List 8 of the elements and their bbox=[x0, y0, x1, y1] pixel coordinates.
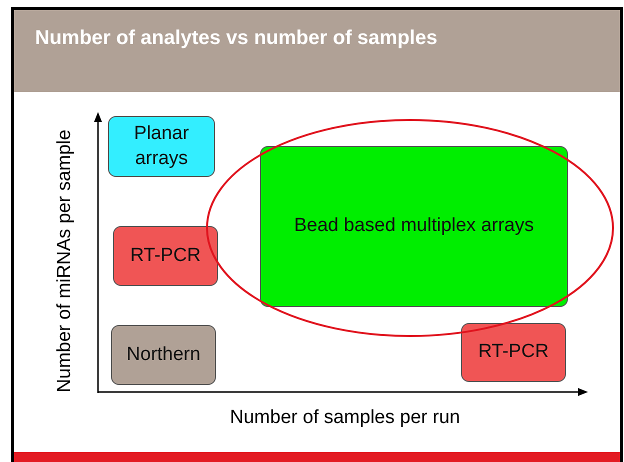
method-box: Northern bbox=[111, 325, 216, 385]
method-box: RT-PCR bbox=[461, 323, 566, 382]
method-box: Planar arrays bbox=[108, 116, 215, 177]
slide-title: Number of analytes vs number of samples bbox=[35, 27, 438, 50]
method-box: Bead based multiplex arrays bbox=[260, 146, 568, 307]
x-axis-label: Number of samples per run bbox=[230, 407, 460, 429]
y-axis-label: Number of miRNAs per sample bbox=[54, 130, 76, 392]
method-box: RT-PCR bbox=[113, 226, 218, 286]
